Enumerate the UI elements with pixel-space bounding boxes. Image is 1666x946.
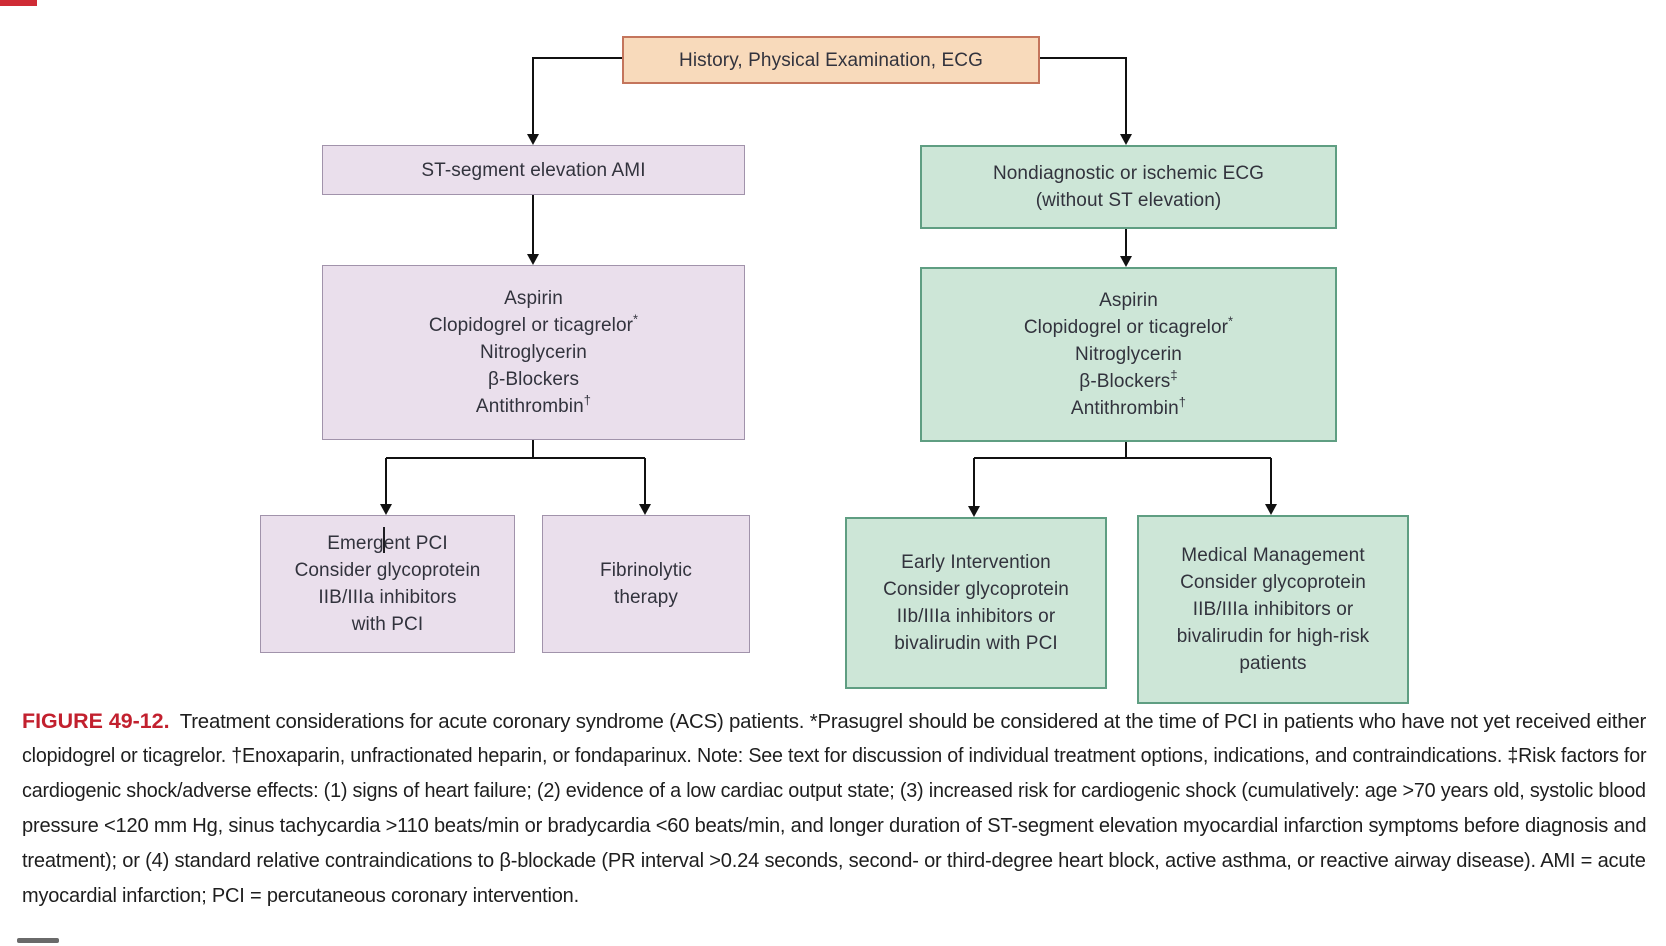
st-elevation-ami-box: ST-segment elevation AMI <box>322 145 745 195</box>
caption-text: treatment); or (4) standard relative con… <box>22 850 1646 872</box>
nondiagnostic-ecg-box: Nondiagnostic or ischemic ECG(without ST… <box>920 145 1337 229</box>
connector-right-split <box>973 438 1272 508</box>
caption-line: myocardial infarction; PCI = percutaneou… <box>22 885 1646 920</box>
caption-text: myocardial infarction; PCI = percutaneou… <box>22 885 579 907</box>
connector-root-to-right <box>1036 57 1127 136</box>
caption-line: treatment); or (4) standard relative con… <box>22 850 1646 885</box>
connector-left-split <box>385 438 646 506</box>
caption-text: clopidogrel or ticagrelor. †Enoxaparin, … <box>22 745 1647 767</box>
figure-caption: FIGURE 49-12. Treatment considerations fo… <box>22 710 1647 920</box>
caption-line: pressure <120 mm Hg, sinus tachycardia >… <box>22 815 1647 850</box>
page-edge-mark-bottom <box>17 938 59 943</box>
caption-text: Treatment considerations for acute coron… <box>179 711 1647 733</box>
caption-line: cardiogenic shock/adverse effects: (1) s… <box>22 780 1646 815</box>
caption-line: FIGURE 49-12. Treatment considerations fo… <box>22 710 1646 745</box>
caption-text: cardiogenic shock/adverse effects: (1) s… <box>22 780 1646 802</box>
history-exam-ecg-box: History, Physical Examination, ECG <box>622 36 1040 84</box>
caption-line: clopidogrel or ticagrelor. †Enoxaparin, … <box>22 745 1647 780</box>
caption-text: pressure <120 mm Hg, sinus tachycardia >… <box>22 815 1647 837</box>
figure-caption-label: FIGURE 49-12. <box>22 710 170 733</box>
page-edge-mark-top <box>0 0 37 6</box>
text-cursor <box>383 527 385 553</box>
connector-root-to-left <box>532 57 622 136</box>
